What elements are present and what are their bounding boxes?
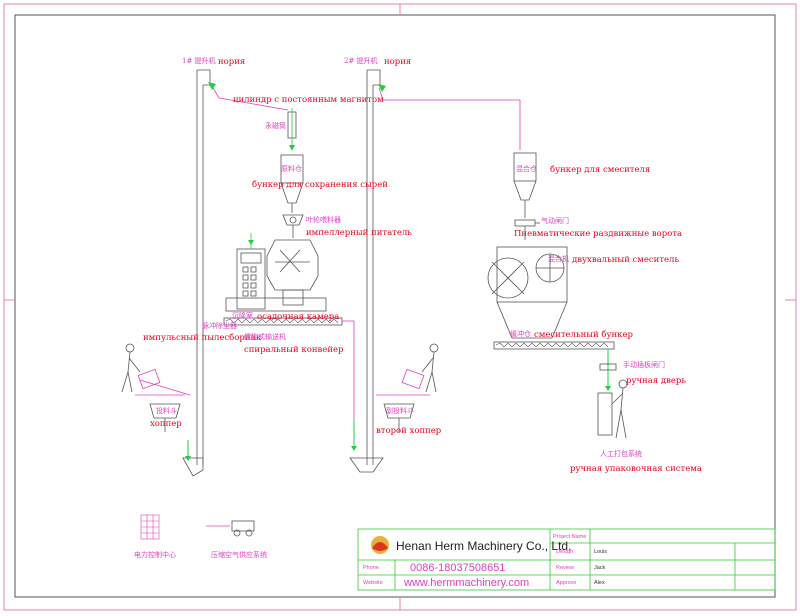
manual-door-label-cn: 手动插板闸门 bbox=[623, 361, 665, 369]
pulse-dust-collector bbox=[236, 233, 266, 310]
pneumatic-label-cn: 气动闸门 bbox=[541, 217, 569, 225]
bag-1 bbox=[137, 368, 161, 390]
elevator-1 bbox=[182, 69, 211, 477]
design-name: Louis bbox=[594, 549, 608, 555]
magnet-label-ru: цилиндр с постоянным магнитом bbox=[233, 95, 384, 105]
company-logo bbox=[371, 536, 389, 554]
hopper1-label-ru: хоппер bbox=[150, 419, 182, 429]
twin-shaft-mixer bbox=[487, 246, 568, 339]
air-compressor-icon bbox=[206, 520, 255, 537]
packing-label-ru: ручная упаковочная система bbox=[570, 464, 702, 474]
screw-conveyor-2 bbox=[493, 341, 615, 350]
mixer-bin-label-cn: 混合仓 bbox=[516, 165, 537, 173]
arrow-head-3 bbox=[605, 386, 611, 391]
mixing-bin-label-ru: смесительный бункер bbox=[534, 330, 633, 340]
review-label: Review bbox=[556, 565, 575, 571]
inner-frame bbox=[14, 14, 776, 598]
outer-frame bbox=[3, 3, 797, 611]
packing-label-cn: 人工打包系统 bbox=[600, 450, 642, 458]
arrow-elevator1-top bbox=[208, 82, 216, 90]
hopper-1 bbox=[135, 379, 191, 432]
conveyor-1-to-elevator-2 bbox=[342, 320, 355, 440]
manual-door-label-ru: ручная дверь bbox=[626, 376, 686, 386]
magnet-cylinder bbox=[287, 108, 297, 150]
approve-label: Approve bbox=[556, 580, 577, 586]
elevator1-label-cn: 1# 提升机 bbox=[182, 57, 216, 65]
elevator1-label-ru: нория bbox=[218, 57, 246, 67]
impeller-label-ru: импеллерный питатель bbox=[306, 228, 412, 238]
worker-1 bbox=[121, 343, 141, 393]
screw-label-ru: спиральный конвейер bbox=[244, 345, 344, 355]
hopper2-label-ru: второй хоппер bbox=[376, 426, 442, 436]
settling-label-cn: 沉降室 bbox=[232, 312, 253, 320]
magnet-label-cn: 永磁筒 bbox=[265, 122, 286, 130]
approve-name: Alex bbox=[594, 580, 605, 586]
arrow-elevator2-top bbox=[378, 84, 386, 92]
pneumatic-label-ru: Пневматические раздвижные ворота bbox=[514, 229, 683, 239]
mixing-bin-label-cn: 缓冲仓 bbox=[510, 330, 531, 338]
mixer-bin bbox=[513, 152, 537, 218]
design-label: Design bbox=[556, 549, 574, 555]
screw-label-cn: 螺旋式输送机 bbox=[244, 333, 286, 341]
manual-slide-gate bbox=[599, 363, 617, 371]
settling-label-ru: осадочная камера bbox=[257, 312, 340, 322]
review-name: Jack bbox=[594, 565, 606, 571]
pulse-label-ru: импульсный пылесборник bbox=[143, 333, 262, 343]
company-name: Henan Herm Machinery Co., Ltd. bbox=[396, 539, 572, 553]
air-label-cn: 压缩空气供应系统 bbox=[211, 551, 267, 559]
worker-2 bbox=[421, 343, 439, 393]
chute-2 bbox=[378, 87, 521, 150]
raw-bin-label-cn: 原料仓 bbox=[281, 165, 302, 173]
title-block bbox=[357, 528, 776, 591]
mixer-bin-label-ru: бункер для смесителя bbox=[550, 165, 651, 175]
settling-chamber bbox=[225, 239, 327, 312]
arrow-head-1 bbox=[185, 456, 191, 461]
elevator2-label-cn: 2# 提升机 bbox=[344, 57, 378, 65]
mixer-label-cn: 混合机 bbox=[548, 255, 569, 263]
impeller-label-cn: 叶轮喂料器 bbox=[306, 216, 341, 224]
website-label: Website bbox=[363, 580, 383, 586]
pulse-label-cn: 脉冲除尘器 bbox=[202, 322, 237, 330]
phone-value[interactable]: 0086-18037508651 bbox=[410, 562, 506, 574]
packing-station bbox=[597, 379, 628, 439]
impeller-feeder bbox=[282, 214, 304, 238]
arrow-pulse bbox=[248, 240, 254, 245]
elevator-2 bbox=[349, 69, 384, 473]
hopper1-label-cn: 投料斗 bbox=[156, 407, 177, 415]
mixer-label-ru: двухвальный смеситель bbox=[572, 255, 680, 265]
hopper2-label-cn: 副投料斗 bbox=[386, 407, 414, 415]
power-control-icon bbox=[140, 514, 160, 540]
power-label-cn: 电力控制中心 bbox=[134, 551, 176, 559]
arrow-head-2 bbox=[351, 446, 357, 451]
chute-1 bbox=[211, 85, 289, 111]
project-name-label: Project Name bbox=[553, 534, 587, 540]
arrow-magnet bbox=[289, 145, 295, 151]
phone-label: Phone bbox=[363, 565, 379, 571]
raw-material-bin bbox=[280, 154, 304, 213]
raw-bin-label-ru: бункер для сохранения сырей bbox=[252, 180, 388, 190]
hopper-2 bbox=[376, 394, 430, 432]
elevator2-label-ru: нория bbox=[384, 57, 412, 67]
pneumatic-gate bbox=[514, 219, 540, 240]
screw-conveyor-1 bbox=[223, 317, 343, 326]
website-link[interactable]: www.hermmachinery.com bbox=[404, 577, 530, 589]
bag-2 bbox=[401, 368, 425, 390]
